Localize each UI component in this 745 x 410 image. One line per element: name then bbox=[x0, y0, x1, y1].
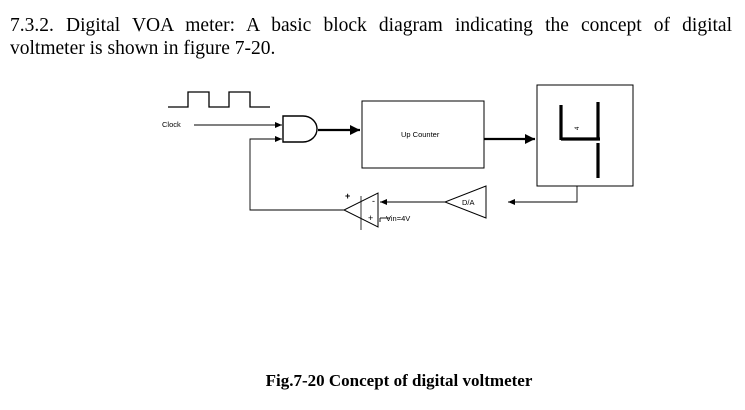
display-digit-4 bbox=[559, 102, 600, 178]
and-gate bbox=[282, 115, 318, 143]
feedback-wire bbox=[249, 136, 344, 211]
seven-segment-display bbox=[536, 84, 634, 187]
clock-waveform bbox=[168, 91, 270, 108]
comparator-plus-input: + bbox=[368, 213, 373, 223]
comparator-plus-supply: + bbox=[345, 191, 350, 201]
up-counter-label: Up Counter bbox=[401, 130, 440, 139]
display-to-dac-wire bbox=[508, 186, 578, 205]
paragraph-line-1: 7.3.2. Digital VOA meter: A basic block … bbox=[10, 15, 732, 36]
figure-caption: Fig.7-20 Concept of digital voltmeter bbox=[265, 371, 533, 390]
dac-block bbox=[443, 185, 487, 219]
display-digit-text: 4 bbox=[575, 126, 581, 130]
section-paragraph: 7.3.2. Digital VOA meter: A basic block … bbox=[10, 14, 732, 60]
clock-label: Clock bbox=[162, 120, 181, 129]
up-counter-block bbox=[361, 100, 485, 169]
paragraph-line-2: voltmeter is shown in figure 7-20. bbox=[10, 38, 276, 59]
comparator-minus-input: - bbox=[372, 196, 375, 206]
vin-label: Vin=4V bbox=[386, 214, 410, 223]
dac-label: D/A bbox=[462, 198, 475, 207]
